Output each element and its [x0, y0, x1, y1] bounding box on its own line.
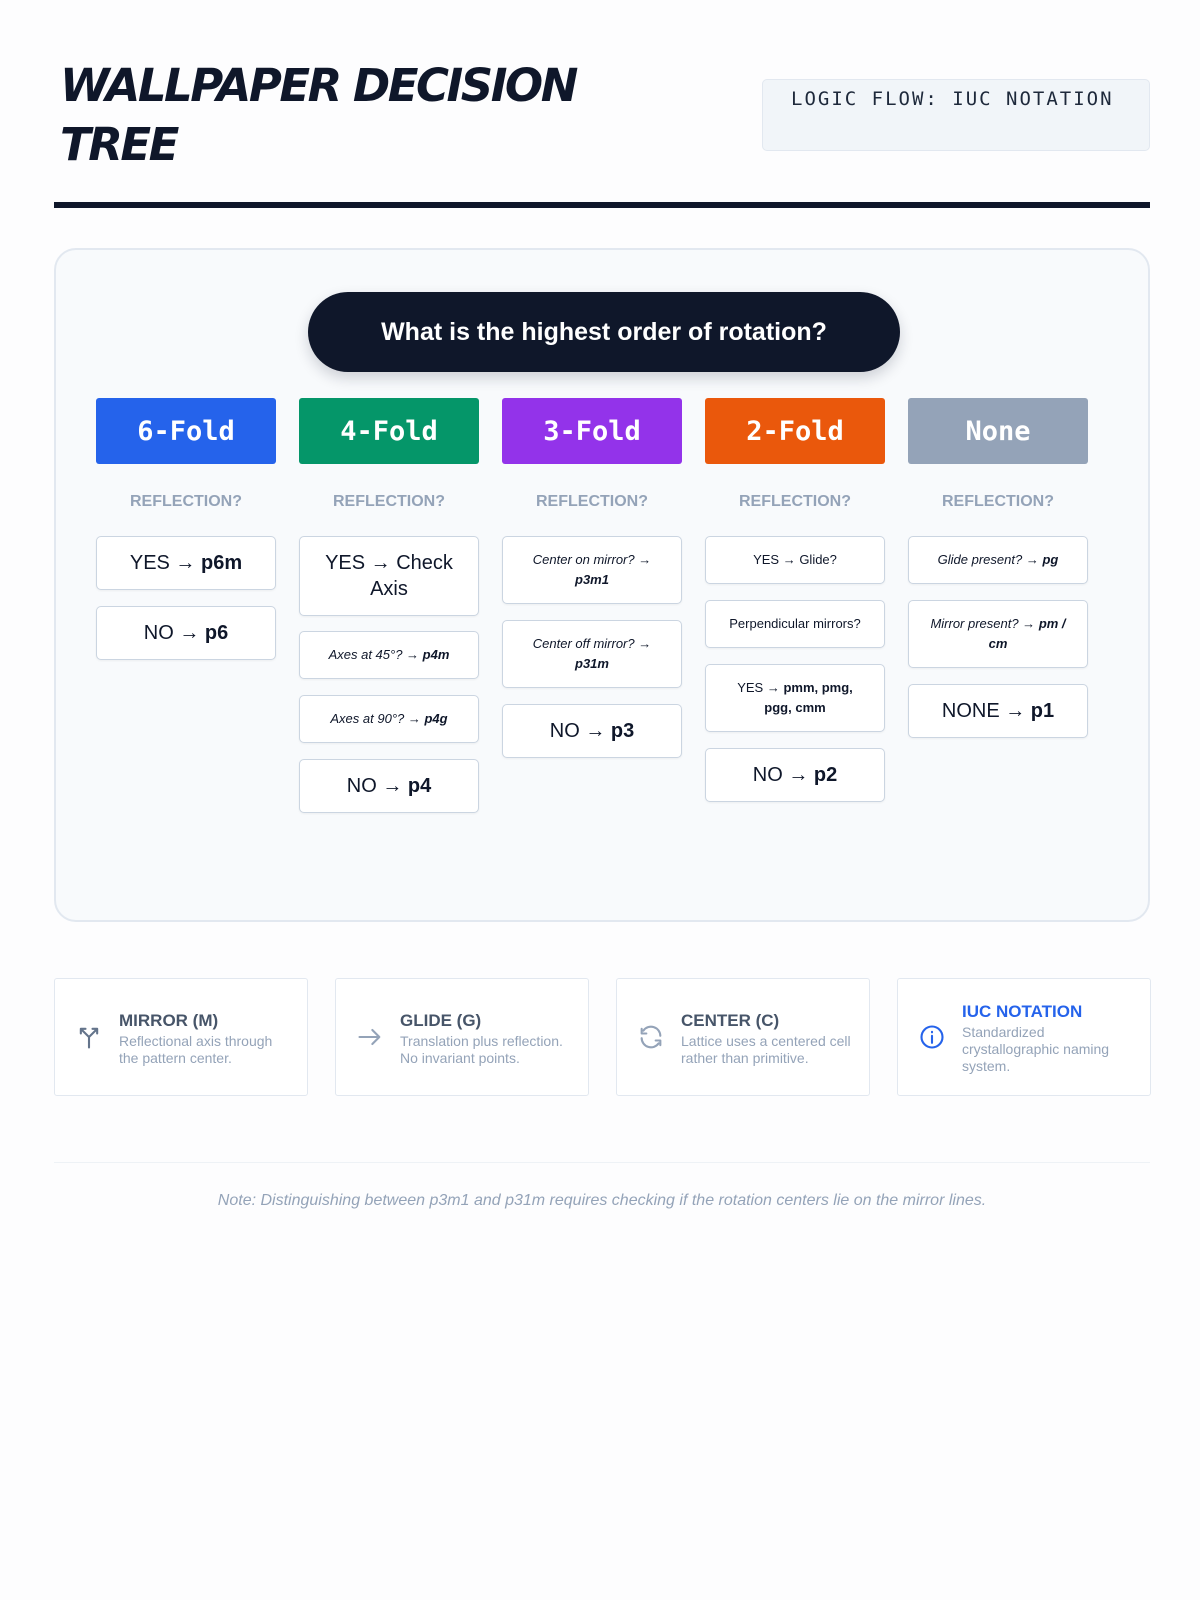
arrow-right-icon	[358, 1028, 381, 1046]
mirror-split-icon	[79, 1027, 99, 1049]
result-box: NO → p3	[502, 704, 682, 758]
rotation-question: What is the highest order of rotation?	[308, 292, 900, 372]
result-box: YES → p6m	[96, 536, 276, 590]
reflection-label: REFLECTION?	[333, 493, 445, 510]
check-axis-box: YES → Check Axis	[299, 536, 479, 616]
condition-box: Center off mirror? → p31m	[502, 620, 682, 688]
info-circle-icon	[920, 1025, 944, 1049]
reflection-label: REFLECTION?	[130, 493, 242, 510]
column-2-fold: 2-Fold REFLECTION? YES → Glide? Perpendi…	[705, 398, 885, 802]
legend-card-center: CENTER (C) Lattice uses a centered cell …	[616, 978, 870, 1096]
condition-box: Mirror present? → pm / cm	[908, 600, 1088, 668]
legend-card-mirror: MIRROR (M) Reflectional axis through the…	[54, 978, 308, 1096]
legend-title: IUC NOTATION	[962, 1002, 1083, 1021]
condition-box: Glide present? → pg	[908, 536, 1088, 584]
reflection-label: REFLECTION?	[739, 493, 851, 510]
column-6-fold: 6-Fold REFLECTION? YES → p6m NO → p6	[96, 398, 276, 660]
condition-box: Axes at 45°? → p4m	[299, 631, 479, 679]
legend-description: Lattice uses a centered cell rather than…	[681, 1033, 851, 1066]
column-none: None REFLECTION? Glide present? → pg Mir…	[908, 398, 1088, 738]
fold-label-3: 3-Fold	[502, 398, 682, 464]
legend-description: Standardized crystallographic naming sys…	[962, 1024, 1110, 1074]
legend-title: MIRROR (M)	[119, 1011, 219, 1030]
condition-box: Axes at 90°? → p4g	[299, 695, 479, 743]
column-3-fold: 3-Fold REFLECTION? Center on mirror? → p…	[502, 398, 682, 758]
footer-divider	[54, 1162, 1150, 1163]
legend-description: Reflectional axis through the pattern ce…	[119, 1033, 273, 1066]
reflection-label: REFLECTION?	[536, 493, 648, 510]
fold-label-2: 2-Fold	[705, 398, 885, 464]
page-header: Wallpaper Decision Tree LOGIC FLOW: IUC …	[54, 56, 1150, 208]
legend-title: GLIDE (G)	[400, 1011, 482, 1030]
legend-card-glide: GLIDE (G) Translation plus reflection. N…	[335, 978, 589, 1096]
condition-box: Center on mirror? → p3m1	[502, 536, 682, 604]
header-rule	[54, 202, 1150, 208]
fold-label-none: None	[908, 398, 1088, 464]
fold-label-4: 4-Fold	[299, 398, 479, 464]
result-box: NONE → p1	[908, 684, 1088, 738]
result-box: NO → p6	[96, 606, 276, 660]
perpendicular-mirrors-box: Perpendicular mirrors?	[705, 600, 885, 648]
reflection-label: REFLECTION?	[942, 493, 1054, 510]
legend-description: Translation plus reflection. No invarian…	[400, 1033, 563, 1066]
footer-note: Note: Distinguishing between p3m1 and p3…	[217, 1192, 987, 1209]
result-box: NO → p4	[299, 759, 479, 813]
column-4-fold: 4-Fold REFLECTION? YES → Check Axis Axes…	[299, 398, 479, 813]
decision-tree-panel: What is the highest order of rotation? 6…	[54, 248, 1150, 922]
glide-question-box: YES → Glide?	[705, 536, 885, 584]
legend-title: CENTER (C)	[681, 1011, 780, 1030]
fold-label-6: 6-Fold	[96, 398, 276, 464]
refresh-icon	[640, 1025, 662, 1049]
result-box: YES → pmm, pmg, pgg, cmm	[705, 664, 885, 732]
logic-flow-tag: LOGIC FLOW: IUC NOTATION	[762, 79, 1150, 151]
page-title: Wallpaper Decision Tree	[60, 59, 578, 171]
result-box: NO → p2	[705, 748, 885, 802]
legend-card-iuc: IUC NOTATION Standardized crystallograph…	[897, 978, 1151, 1096]
